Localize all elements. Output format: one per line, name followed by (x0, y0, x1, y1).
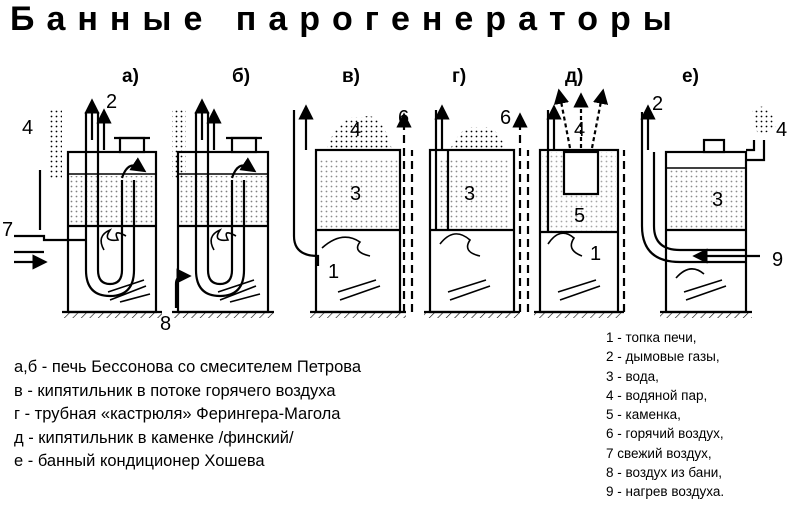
variant-label-e: е) (682, 66, 699, 87)
legend-item: 3 - вода, (606, 368, 659, 384)
legend-item: 5 - каменка, (606, 407, 681, 423)
boiler-d (534, 88, 626, 318)
legend-item: 7 свежий воздух, (606, 445, 712, 461)
label-e-water: 3 (712, 189, 723, 211)
label-d-stones: 5 (574, 205, 585, 227)
label-e-flue: 2 (652, 93, 663, 115)
variant-label-v: в) (342, 66, 360, 87)
variant-label-g: г) (452, 66, 466, 87)
label-d-steam: 4 (574, 119, 585, 141)
stove-b (172, 98, 274, 318)
caption-item: а,б - печь Бессонова со смесителем Петро… (14, 358, 362, 376)
boiler-v (292, 104, 414, 318)
label-v-firebox: 1 (328, 261, 339, 283)
caption-item: д - кипятильник в каменке /финский/ (14, 428, 294, 447)
legend-item: 9 - нагрев воздуха. (606, 484, 725, 500)
label-b-bath-air: 8 (160, 313, 171, 335)
conditioner-e (640, 104, 776, 318)
label-v-steam: 4 (350, 119, 361, 141)
legend-item: 4 - водяной пар, (606, 387, 708, 403)
label-g-hot-air: 6 (500, 107, 511, 129)
label-v-water: 3 (350, 183, 361, 205)
variant-captions: а,б - печь Бессонова со смесителем Петро… (14, 356, 361, 474)
variant-label-b: б) (232, 66, 250, 87)
label-a-steam: 4 (22, 117, 33, 139)
label-a-flue: 2 (106, 91, 117, 113)
variant-label-d: д) (565, 66, 583, 87)
label-a-fresh-air: 7 (2, 219, 13, 241)
page-title: Банные парогенераторы (10, 0, 684, 38)
label-d-firebox: 1 (590, 243, 601, 265)
caption-item: в - кипятильник в потоке горячего воздух… (14, 381, 336, 400)
legend-item: 1 - топка печи, (606, 330, 697, 345)
caption-item: е - банный кондиционер Хошева (14, 452, 265, 470)
label-v-hot-air: 6 (398, 107, 409, 129)
label-g-water: 3 (464, 183, 475, 205)
legend-item: 6 - горячий воздух, (606, 426, 724, 442)
legend-item: 8 - воздух из бани, (606, 465, 723, 481)
pot-g (424, 104, 530, 318)
steam-generators-diagram: а) б) в) г) д) е) 4 2 7 (2, 66, 787, 335)
legend: 1 - топка печи, 2 - дымовые газы, 3 - во… (606, 328, 724, 502)
label-e-steam: 4 (776, 119, 787, 141)
caption-item: г - трубная «кастрюля» Ферингера-Магола (14, 405, 341, 423)
legend-item: 2 - дымовые газы, (606, 349, 720, 365)
variant-label-a: а) (122, 66, 139, 87)
stove-a (14, 98, 162, 318)
label-e-air-heating: 9 (772, 249, 783, 271)
